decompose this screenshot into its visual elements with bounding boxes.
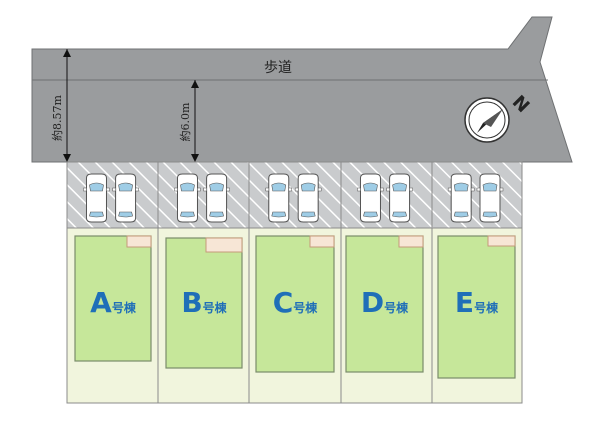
lot-e: E号棟 — [431, 161, 523, 404]
parked-car-icon — [265, 173, 293, 223]
lot-suffix: 号棟 — [474, 300, 499, 315]
entrance-porch — [309, 235, 335, 248]
parked-car-icon — [173, 173, 201, 223]
parked-car-icon — [386, 173, 414, 223]
lot-suffix: 号棟 — [384, 300, 409, 315]
parking-area — [66, 161, 159, 229]
parked-car-icon — [112, 173, 140, 223]
lot-letter: B — [181, 286, 202, 319]
dimension-full-width: 約8.57m — [50, 49, 71, 162]
parked-car-icon — [447, 173, 475, 223]
roadway-width-label: 約6.0m — [178, 102, 192, 141]
lot-letter: E — [455, 286, 474, 319]
house-footprint — [74, 235, 152, 362]
parked-car-icon — [356, 173, 384, 223]
lot-label: D号棟 — [361, 286, 409, 319]
dimension-roadway-width: 約6.0m — [178, 80, 199, 162]
parked-car-icon — [476, 173, 504, 223]
lot-label: E号棟 — [455, 286, 499, 319]
entrance-porch — [398, 235, 424, 248]
sidewalk-label: 歩道 — [264, 60, 292, 76]
lot-b: B号棟 — [157, 161, 250, 404]
parking-area — [248, 161, 342, 229]
lot-label: A号棟 — [90, 286, 137, 319]
lot-d: D号棟 — [340, 161, 433, 404]
parked-car-icon — [203, 173, 231, 223]
parking-area — [431, 161, 523, 229]
lot-label: B号棟 — [181, 286, 227, 319]
lot-c: C号棟 — [248, 161, 342, 404]
parked-car-icon — [294, 173, 322, 223]
house-footprint — [255, 235, 335, 373]
house-footprint — [165, 237, 243, 369]
lot-suffix: 号棟 — [112, 300, 137, 315]
house-footprint — [437, 235, 516, 379]
lot-letter: C — [273, 286, 294, 319]
entrance-porch — [487, 235, 516, 247]
lot-suffix: 号棟 — [293, 300, 318, 315]
entrance-porch — [205, 237, 243, 253]
lot-letter: A — [90, 286, 112, 319]
parking-area — [157, 161, 250, 229]
house-footprint — [345, 235, 424, 373]
lot-letter: D — [361, 286, 384, 319]
parking-area — [340, 161, 433, 229]
lot-suffix: 号棟 — [203, 300, 228, 315]
compass-ring-icon — [464, 97, 510, 143]
entrance-porch — [126, 235, 152, 248]
full-width-label: 約8.57m — [50, 94, 64, 140]
lot-label: C号棟 — [273, 286, 319, 319]
lot-a: A号棟 — [66, 161, 159, 404]
parked-car-icon — [82, 173, 110, 223]
